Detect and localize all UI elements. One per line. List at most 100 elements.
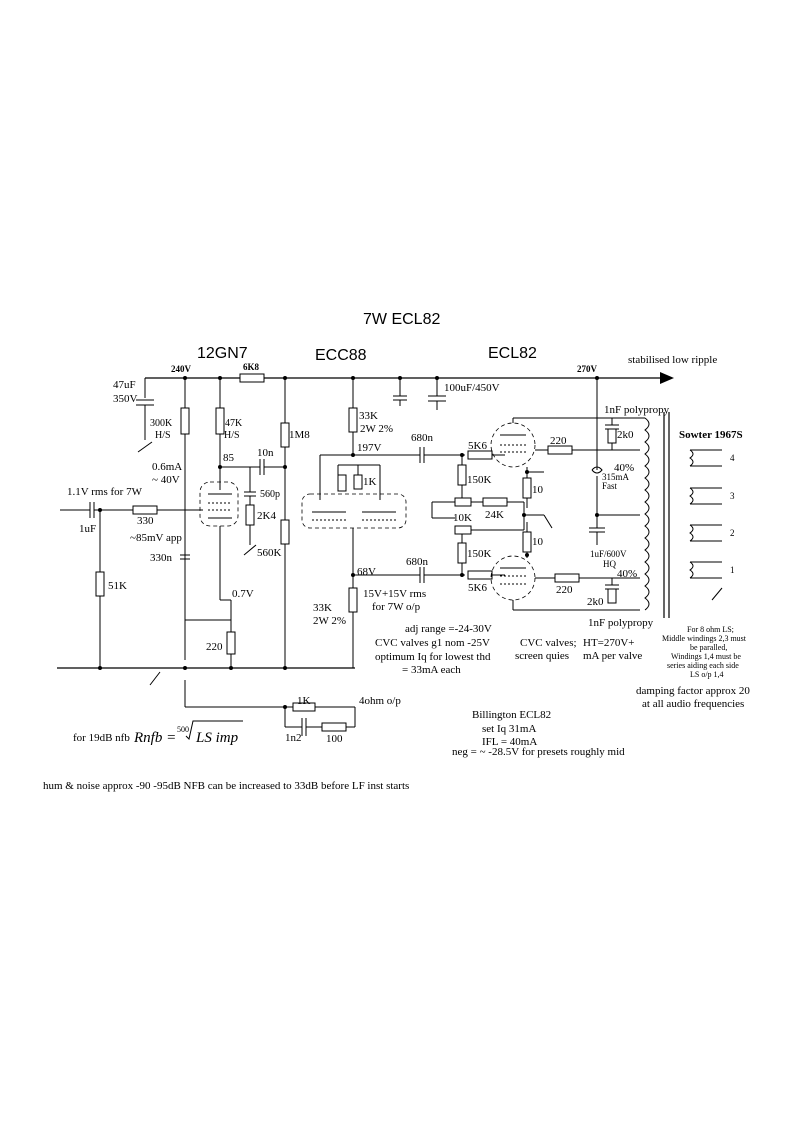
resistor-10-bottom [522,531,532,553]
voltage-197v: 197V [357,442,382,454]
resistor-33k-top [348,407,358,433]
resistor-300k [180,407,190,435]
label-10-top: 10 [532,484,544,496]
note-billington-4: neg = ~ -28.5V for presets roughly mid [452,746,625,758]
label-33k-top-rating: 2W 2% [360,423,393,435]
damping-note-1: damping factor approx 20 [636,685,750,697]
resistor-220-cathode [226,631,236,655]
ul-tap-top: 40% [614,462,634,474]
winding-1: 1 [730,565,735,575]
label-1m8: 1M8 [289,429,310,441]
resistor-560k [280,519,290,545]
rail-resistor-6k8-body [239,373,265,383]
cap-680n-bottom: 680n [406,556,429,568]
note-billington-1: Billington ECL82 [472,709,551,721]
label-220-top: 220 [550,435,567,447]
label-5k6-bottom: 5K6 [468,582,487,594]
cap-1nf-bottom: 1nF polypropy [588,617,654,629]
cap-1uf-600v-grade: HQ [603,559,616,569]
cap-10n: 10n [257,447,274,459]
label-10-bottom: 10 [532,536,544,548]
winding-2: 2 [730,528,735,538]
tube-ecl82-bottom-symbol [490,555,536,601]
resistor-5k6-top [467,450,493,460]
resistor-2k4 [245,504,255,526]
winding-3: 3 [730,491,735,501]
label-150k-top: 150K [467,474,492,486]
label-2k4: 2K4 [257,510,276,522]
label-51k: 51K [108,580,127,592]
tube-12gn7-symbol [199,481,239,527]
tube-ecc88-symbol [301,493,407,529]
note-hum-noise: hum & noise approx -90 -95dB NFB can be … [43,780,409,792]
feedback-label: for 19dB nfb [73,732,130,744]
output-transformer-primary [640,412,670,618]
resistor-220-top [547,445,573,455]
resistor-330 [132,505,158,515]
tube-ecl82-top-symbol [490,422,536,468]
resistor-10k [454,525,472,535]
ls-note-1: For 8 ohm LS; [687,625,734,634]
label-1k-mid: 1K [363,476,377,488]
cap-47uf: 47uF [113,379,136,391]
resistor-150k-bottom [457,542,467,564]
note-cvc-screen-1: CVC valves; [520,637,577,649]
label-47k-hs: H/S [224,430,240,441]
label-33k-bottom: 33K [313,602,332,614]
tube-label-ecc88: ECC88 [315,347,367,364]
tube-label-12gn7: 12GN7 [197,345,248,362]
resistor-100-feedback [321,722,347,732]
resistor-1k-mid [337,474,347,492]
cap-1uf-600v: 1uF/600V [590,549,627,559]
resistor-5k6-bottom [467,570,493,580]
voltage-68v: 68V [357,566,376,578]
current-0-6ma: 0.6mA [152,461,182,473]
cap-47uf-voltage: 350V [113,393,138,405]
note-billington-2: set Iq 31mA [482,723,536,735]
cap-680n-top: 680n [411,432,434,444]
label-100-feedback: 100 [326,733,343,745]
ls-note-6: LS o/p 1,4 [690,670,724,679]
resistor-33k-bottom [348,587,358,613]
note-ht-1: HT=270V+ [583,637,635,649]
label-300k: 300K [150,418,173,429]
cap-560p: 560p [260,489,280,500]
rail-voltage-240v: 240V [171,364,192,374]
cap-100uf-450v: 100uF/450V [444,382,500,394]
ls-note-4: Windings 1,4 must be [671,652,741,661]
schematic-title: 7W ECL82 [363,311,440,328]
note-cvc-2: optimum Iq for lowest thd [375,651,491,663]
label-2k0-top: 2k0 [617,429,634,441]
note-cvc-screen-2: screen quies [515,650,569,662]
label-33k-top: 33K [359,410,378,422]
label-5k6-top: 5K6 [468,440,487,452]
feedback-formula-radicand: LS imp [195,730,239,746]
note-billington-3: IFL = 40mA [482,736,537,748]
damping-note-2: at all audio frequencies [642,698,744,710]
ls-note-3: be paralled, [690,643,727,652]
label-2k0-bottom: 2k0 [587,596,604,608]
ht-rail [145,372,674,384]
output-4ohm: 4ohm o/p [359,695,401,707]
resistor-24k [482,497,508,507]
label-47k: 47K [225,418,243,429]
feedback-formula-index: 500 [177,725,189,734]
feedback-formula-lhs: Rnfb = [133,730,176,746]
label-300k-hs: H/S [155,430,171,441]
label-330: 330 [137,515,154,527]
voltage-85: 85 [223,452,235,464]
output-swing: 15V+15V rms [363,588,426,600]
voltage-40v: ~ 40V [152,474,180,486]
note-cvc-3: = 33mA each [402,664,461,676]
rail-resistor-6k8: 6K8 [243,362,260,372]
note-cvc-1: CVC valves g1 nom -25V [375,637,490,649]
label-220-bottom: 220 [556,584,573,596]
resistor-51k [95,571,105,597]
label-1k-feedback: 1K [297,695,311,707]
resistor-1m8 [280,422,290,448]
winding-4: 4 [730,453,735,463]
ul-tap-bottom: 40% [617,568,637,580]
ls-note-5: series aiding each side [667,661,739,670]
cap-1n2: 1n2 [285,732,302,744]
